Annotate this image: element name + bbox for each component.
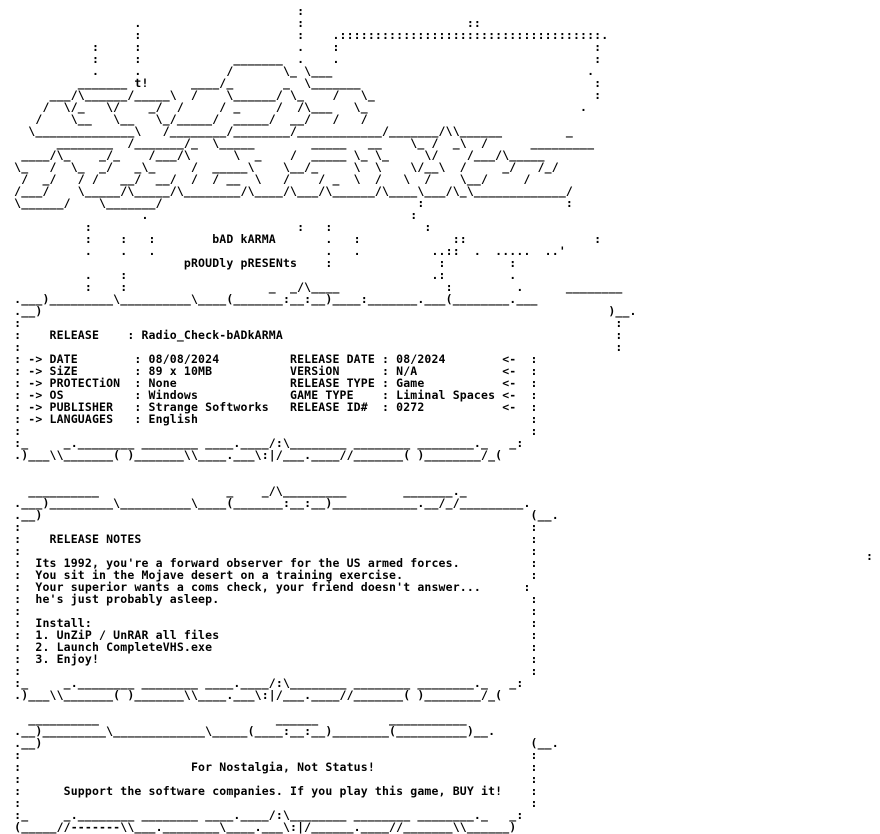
nfo-ascii-art: : . : :: : : .::::::::::::::::::::::::::… (14, 4, 637, 834)
stray-colon-mark: : (866, 549, 873, 563)
